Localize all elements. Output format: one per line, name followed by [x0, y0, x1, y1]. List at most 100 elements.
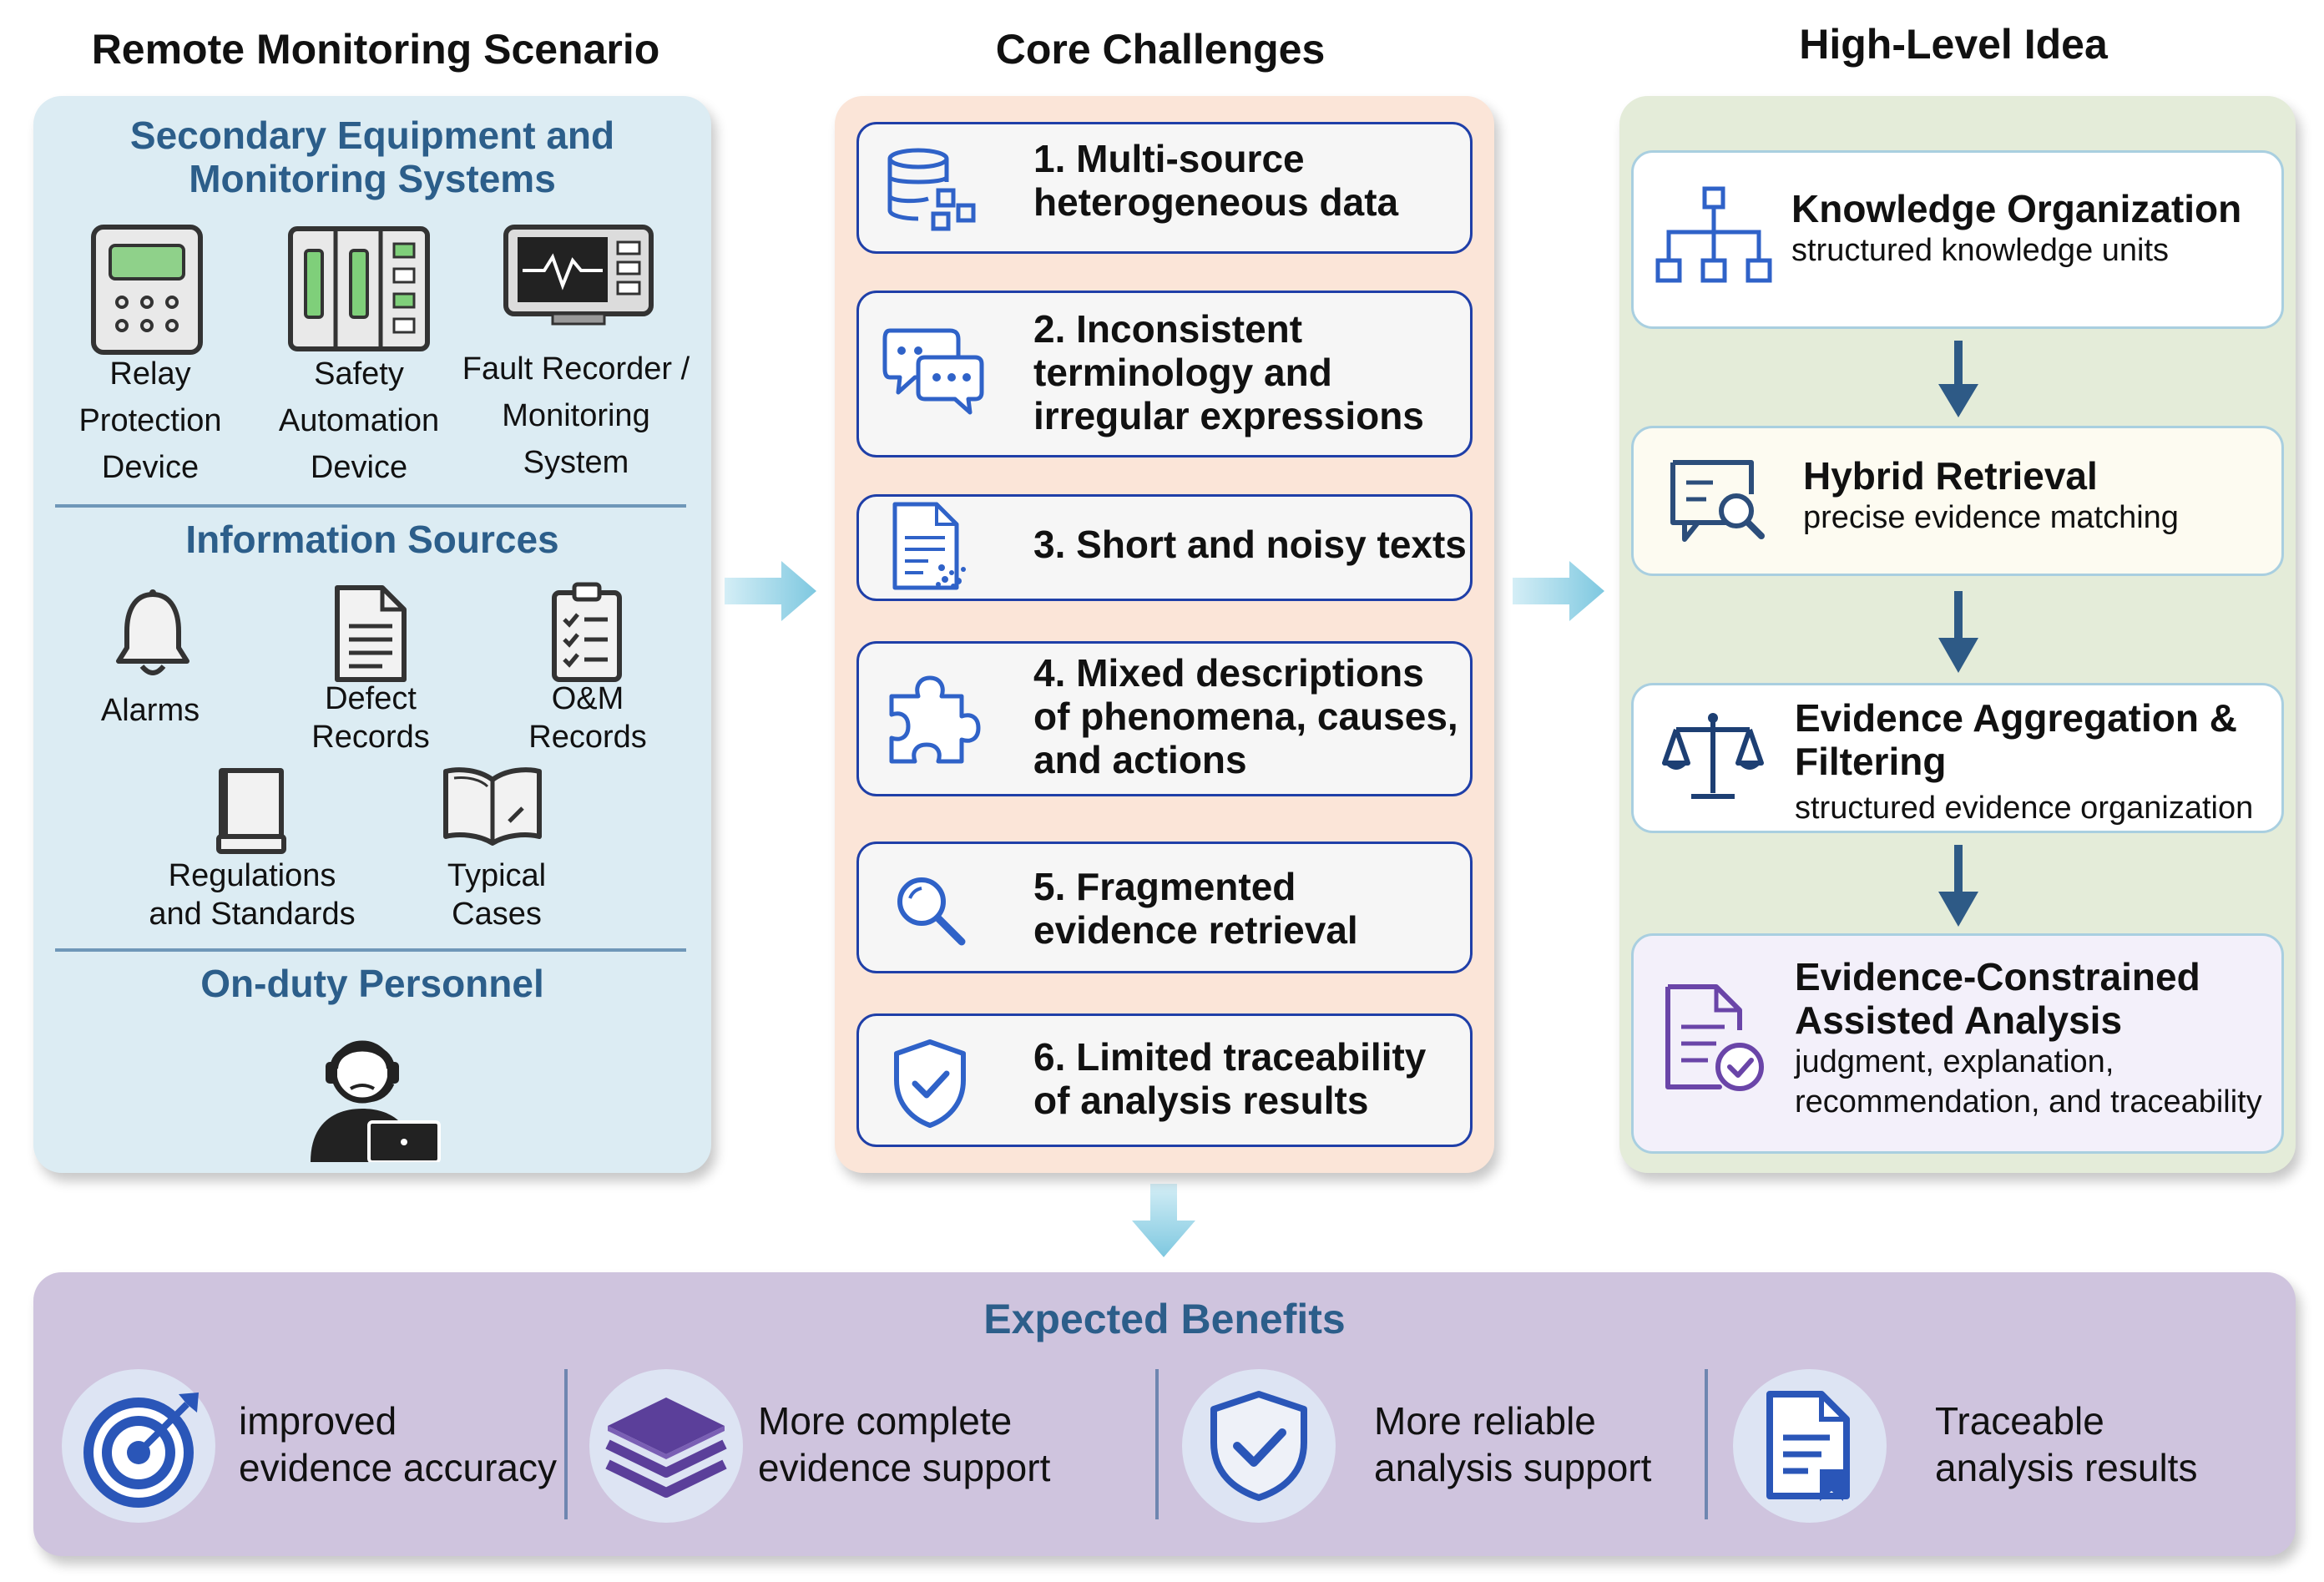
scales-icon	[1662, 713, 1764, 799]
clipboard-checklist-icon	[552, 582, 622, 682]
challenge-card-5	[856, 842, 1473, 973]
noisy-document-icon	[892, 502, 966, 590]
relay-label-line1: Relay	[109, 356, 191, 392]
left-divider-2	[55, 948, 686, 952]
challenge-6-line1: 6. Limited traceability	[1033, 1035, 1427, 1079]
idea-card-4	[1631, 933, 2284, 1154]
typical-cases-label: Typical Cases	[409, 857, 584, 933]
idea-2-title: Hybrid Retrieval	[1803, 454, 2098, 498]
alarms-label: Alarms	[67, 691, 234, 730]
hierarchy-icon	[1655, 186, 1772, 283]
database-icon	[887, 148, 976, 231]
idea-text-3: Evidence Aggregation & Filtering structu…	[1795, 696, 2279, 828]
idea-3-title-line2: Filtering	[1795, 740, 1947, 783]
benefit-1-line1: improved	[239, 1399, 397, 1443]
challenge-text-4: 4. Mixed descriptions of phenomena, caus…	[1033, 651, 1471, 781]
challenge-text-6: 6. Limited traceability of analysis resu…	[1033, 1035, 1471, 1122]
benefit-1-line2: evidence accuracy	[239, 1446, 557, 1489]
benefit-separator-3	[1705, 1369, 1708, 1519]
om-records-label: O&M Records	[504, 680, 671, 756]
idea-arrow-1	[1938, 341, 1978, 417]
bookmarked-document-icon	[1766, 1391, 1850, 1501]
idea-arrow-2	[1938, 591, 1978, 673]
benefit-text-4: Traceable analysis results	[1935, 1398, 2269, 1491]
idea-4-title-line2: Assisted Analysis	[1795, 998, 2123, 1042]
idea-arrow-3	[1938, 845, 1978, 927]
idea-1-subtitle: structured knowledge units	[1791, 233, 2170, 268]
operator-with-headset-icon	[311, 1040, 441, 1162]
safety-label-line2: Automation	[278, 403, 440, 438]
benefit-text-2: More complete evidence support	[758, 1398, 1109, 1491]
idea-1-title: Knowledge Organization	[1791, 187, 2242, 230]
idea-4-subtitle-line1: judgment, explanation,	[1795, 1044, 2114, 1079]
fault-label-line1: Fault Recorder /	[462, 351, 690, 387]
challenge-6-line2: of analysis results	[1033, 1079, 1369, 1122]
safety-label-line1: Safety	[314, 356, 404, 392]
om-label-line1: O&M	[551, 681, 624, 716]
om-label-line2: Records	[528, 720, 647, 755]
challenge-text-2: 2. Inconsistent terminology and irregula…	[1033, 307, 1468, 437]
benefit-text-3: More reliable analysis support	[1374, 1398, 1725, 1491]
equipment-heading-line2: Monitoring Systems	[189, 157, 556, 200]
idea-text-2: Hybrid Retrieval precise evidence matchi…	[1803, 454, 2279, 538]
idea-text-1: Knowledge Organization structured knowle…	[1791, 187, 2276, 270]
safety-label-line3: Device	[310, 450, 408, 485]
challenge-3-line1: 3. Short and noisy texts	[1033, 523, 1467, 566]
search-chat-icon	[1670, 460, 1765, 542]
equipment-heading-line1: Secondary Equipment and	[129, 114, 615, 157]
benefit-4-line2: analysis results	[1935, 1446, 2198, 1489]
benefits-heading: Expected Benefits	[983, 1296, 1346, 1342]
idea-card-1	[1631, 150, 2284, 329]
left-divider-1	[55, 504, 686, 508]
benefit-3-line2: analysis support	[1374, 1446, 1652, 1489]
challenge-4-line3: and actions	[1033, 738, 1247, 781]
alarms-label-line1: Alarms	[100, 693, 200, 728]
column-title-idea: High-Level Idea	[1799, 21, 2108, 68]
defect-label-line2: Records	[311, 720, 430, 755]
column-title-challenges: Core Challenges	[995, 26, 1326, 73]
challenge-2-line2: terminology and	[1033, 351, 1332, 394]
relay-label-line2: Protection	[78, 403, 222, 438]
puzzle-icon	[889, 675, 981, 764]
challenge-4-line2: of phenomena, causes,	[1033, 695, 1458, 738]
challenge-1-line2: heterogeneous data	[1033, 180, 1399, 224]
bell-icon	[116, 589, 189, 675]
relay-label-line3: Device	[101, 450, 200, 485]
challenge-5-line2: evidence retrieval	[1033, 908, 1358, 952]
defect-records-label: Defect Records	[287, 680, 454, 756]
chat-bubbles-icon	[882, 328, 984, 415]
arrow-middle-to-right	[1513, 561, 1604, 621]
challenge-text-1: 1. Multi-source heterogeneous data	[1033, 137, 1468, 224]
benefit-separator-1	[564, 1369, 568, 1519]
shield-check-icon	[894, 1039, 966, 1128]
regulations-label-line1: Regulations	[168, 858, 336, 893]
benefit-2-line1: More complete	[758, 1399, 1013, 1443]
regulations-label: Regulations and Standards	[127, 857, 377, 933]
challenge-text-3: 3. Short and noisy texts	[1033, 523, 1468, 566]
benefit-2-line2: evidence support	[758, 1446, 1051, 1489]
arrow-middle-to-benefits	[1132, 1184, 1195, 1257]
fault-label-line2: Monitoring	[502, 398, 650, 433]
personnel-heading: On-duty Personnel	[200, 962, 544, 1005]
idea-text-4: Evidence-Constrained Assisted Analysis j…	[1795, 955, 2279, 1122]
regulations-label-line2: and Standards	[149, 897, 356, 932]
challenge-2-line3: irregular expressions	[1033, 394, 1424, 437]
idea-4-title-line1: Evidence-Constrained	[1795, 955, 2200, 998]
target-icon	[83, 1392, 199, 1508]
safety-automation-label: Safety Automation Device	[259, 351, 459, 491]
document-icon	[335, 585, 407, 682]
layers-icon	[605, 1398, 727, 1498]
relay-device-icon	[91, 225, 203, 355]
challenge-2-line1: 2. Inconsistent	[1033, 307, 1303, 351]
arrow-left-to-middle	[725, 561, 816, 621]
challenge-card-1	[856, 122, 1473, 254]
fault-recorder-label: Fault Recorder / Monitoring System	[451, 346, 701, 486]
typical-label-line1: Typical	[447, 858, 547, 893]
challenge-4-line1: 4. Mixed descriptions	[1033, 651, 1424, 695]
challenge-1-line1: 1. Multi-source	[1033, 137, 1305, 180]
benefit-text-1: improved evidence accuracy	[239, 1398, 564, 1491]
challenge-text-5: 5. Fragmented evidence retrieval	[1033, 865, 1468, 952]
equipment-heading: Secondary Equipment and Monitoring Syste…	[33, 114, 711, 200]
info-sources-heading: Information Sources	[185, 518, 559, 561]
verified-document-icon	[1665, 984, 1764, 1091]
